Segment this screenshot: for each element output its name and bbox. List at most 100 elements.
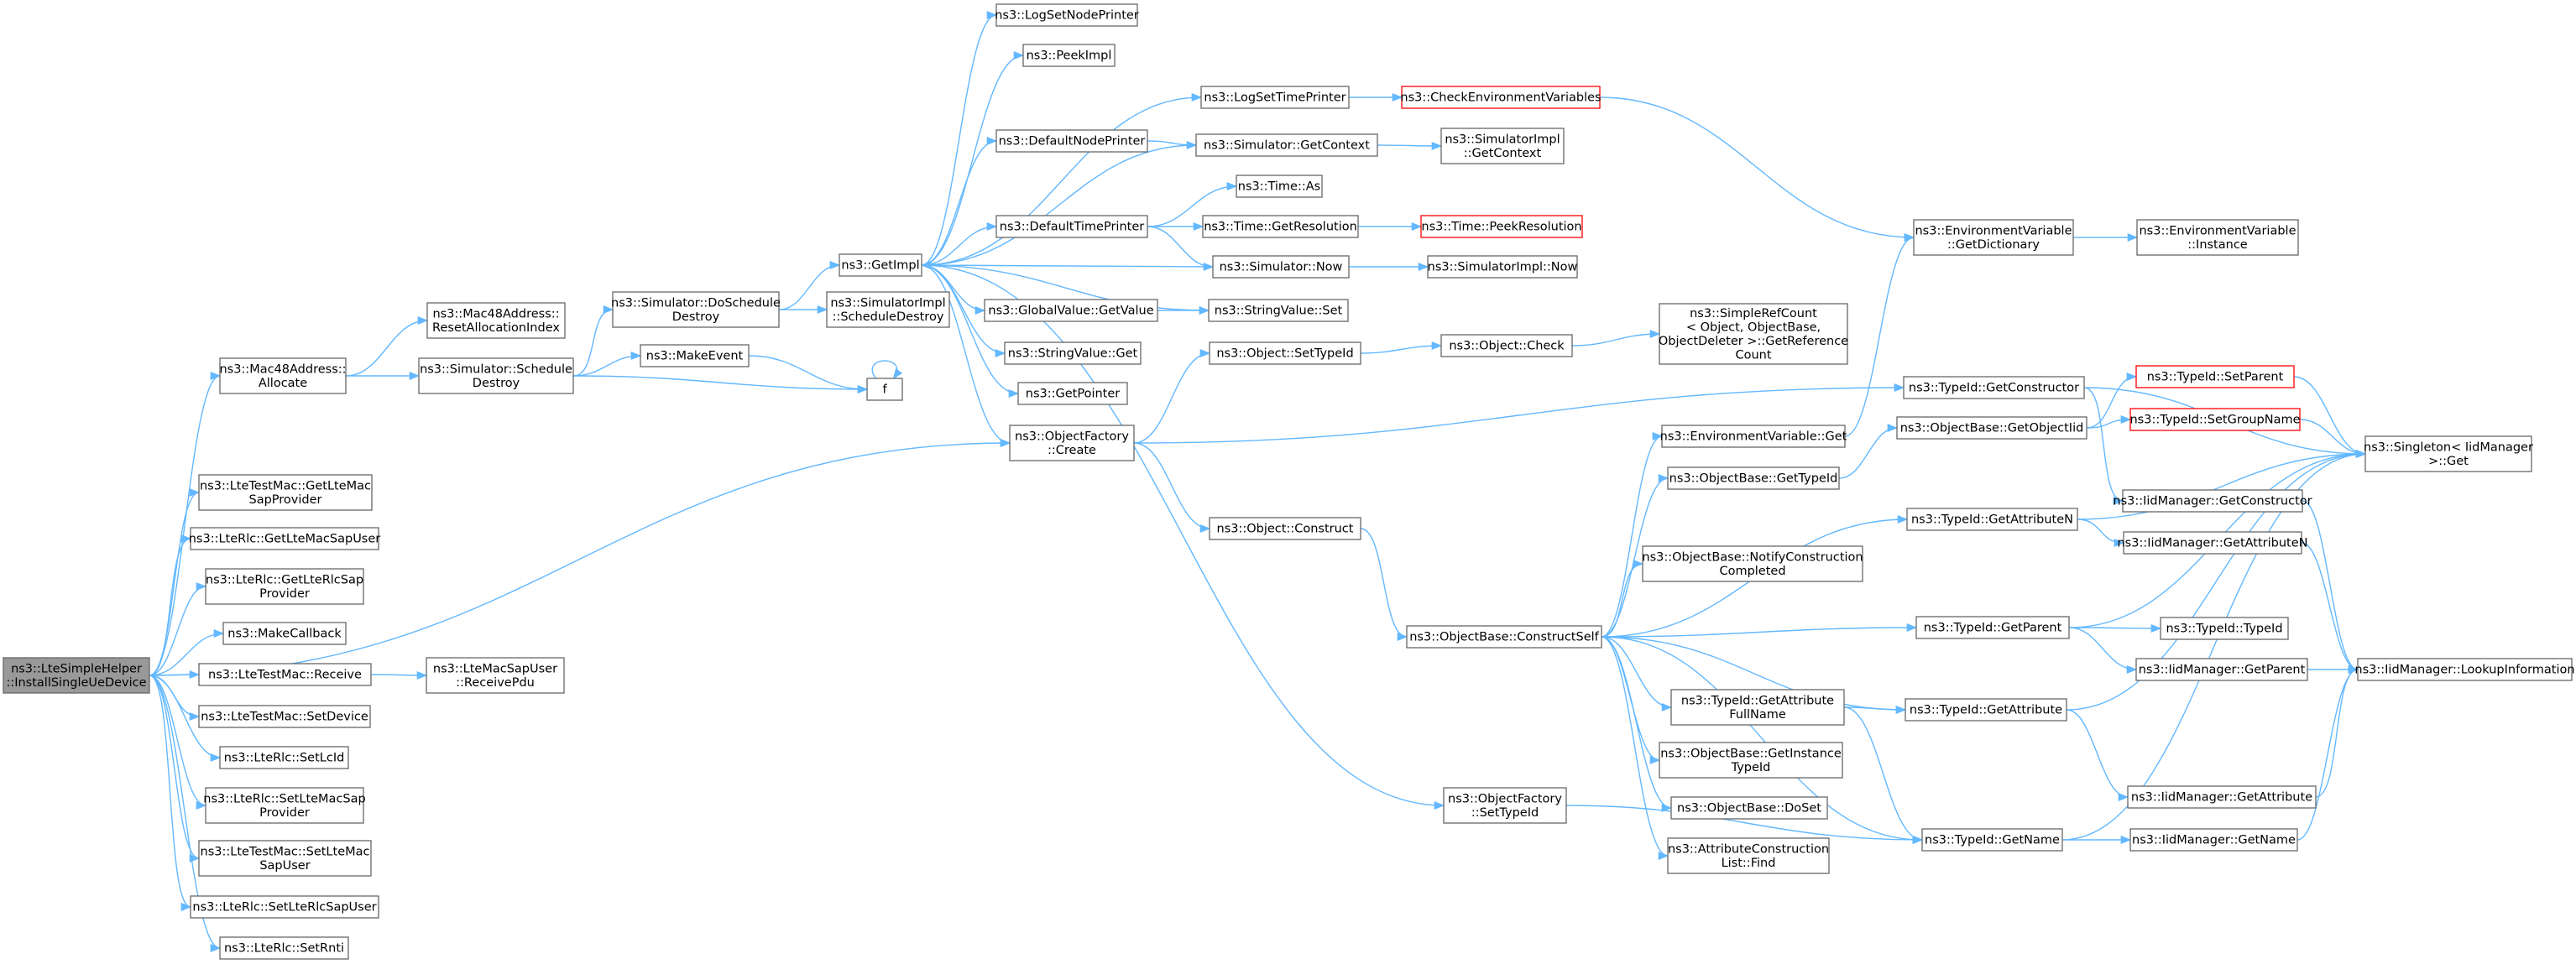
- graph-node-ob_getoiid[interactable]: ns3::ObjectBase::GetObjectIid: [1896, 416, 2087, 440]
- graph-node-iid_getattr[interactable]: ns3::IidManager::GetAttribute: [2127, 785, 2317, 809]
- node-label-line: ns3::LteTestMac::GetLteMac: [200, 479, 371, 492]
- graph-node-mac_alloc[interactable]: ns3::Mac48Address::Allocate: [219, 357, 347, 394]
- graph-node-iid_getattrn[interactable]: ns3::IidManager::GetAttributeN: [2117, 531, 2308, 555]
- graph-node-env_get[interactable]: ns3::EnvironmentVariable::Get: [1660, 425, 1847, 448]
- graph-node-get_context[interactable]: ns3::Simulator::GetContext: [1195, 133, 1378, 157]
- graph-node-ob_notify[interactable]: ns3::ObjectBase::NotifyConstructionCompl…: [1642, 545, 1863, 582]
- graph-node-simimpl_now[interactable]: ns3::SimulatorImpl::Now: [1427, 255, 1578, 279]
- graph-node-tid_setgroup[interactable]: ns3::TypeId::SetGroupName: [2129, 408, 2301, 431]
- graph-node-tid_getctor[interactable]: ns3::TypeId::GetConstructor: [1903, 376, 2085, 399]
- graph-node-log_node[interactable]: ns3::LogSetNodePrinter: [995, 3, 1139, 27]
- graph-node-env_inst[interactable]: ns3::EnvironmentVariable::Instance: [2136, 219, 2299, 256]
- graph-node-tid_getattr[interactable]: ns3::TypeId::GetAttribute: [1905, 698, 2067, 722]
- graph-node-sv_get[interactable]: ns3::StringValue::Get: [1004, 341, 1142, 365]
- node-label-line: ns3::GlobalValue::GetValue: [988, 305, 1153, 318]
- graph-node-sv_set[interactable]: ns3::StringValue::Set: [1208, 299, 1349, 322]
- graph-node-gv_get[interactable]: ns3::GlobalValue::GetValue: [984, 299, 1158, 322]
- graph-node-lterlc_getmacsapuser[interactable]: ns3::LteRlc::GetLteMacSapUser: [189, 527, 381, 550]
- graph-node-lterlc_setrlcsapuser[interactable]: ns3::LteRlc::SetLteRlcSapUser: [190, 895, 379, 919]
- graph-node-singleton[interactable]: ns3::Singleton< IidManager>::Get: [2364, 435, 2533, 472]
- graph-node-obj_check[interactable]: ns3::Object::Check: [1440, 334, 1573, 357]
- graph-node-ob_doset[interactable]: ns3::ObjectBase::DoSet: [1670, 796, 1828, 820]
- graph-node-obj_settid[interactable]: ns3::Object::SetTypeId: [1209, 341, 1361, 365]
- call-edge-iid_getattr-to-iid_lookup: [2315, 665, 2359, 798]
- node-box: [1200, 86, 1350, 109]
- graph-node-log_time[interactable]: ns3::LogSetTimePrinter: [1200, 86, 1350, 109]
- graph-node-make_event[interactable]: ns3::MakeEvent: [640, 344, 750, 367]
- node-label-line: ns3::LteSimpleHelper: [11, 662, 142, 675]
- node-box: [640, 344, 750, 367]
- node-label-line: >::Get: [2428, 455, 2469, 468]
- node-label-line: Completed: [1719, 565, 1785, 578]
- graph-node-ltetm_receive[interactable]: ns3::LteTestMac::Receive: [198, 663, 372, 686]
- graph-node-time_as[interactable]: ns3::Time::As: [1236, 175, 1323, 198]
- graph-node-of_create[interactable]: ns3::ObjectFactory::Create: [1009, 425, 1135, 461]
- graph-node-lterlc_setlcid[interactable]: ns3::LteRlc::SetLcId: [219, 746, 349, 769]
- node-label-line: ns3::Object::Check: [1449, 340, 1565, 353]
- node-label-line: ResetAllocationIndex: [432, 321, 560, 335]
- graph-node-iid_getparent[interactable]: ns3::IidManager::GetParent: [2135, 658, 2308, 681]
- call-edge-getimpl-to-log_node: [921, 11, 998, 266]
- graph-node-ob_cself[interactable]: ns3::ObjectBase::ConstructSelf: [1406, 625, 1602, 649]
- graph-node-tid_typeid[interactable]: ns3::TypeId::TypeId: [2160, 617, 2289, 640]
- graph-node-tid_getattrn[interactable]: ns3::TypeId::GetAttributeN: [1906, 508, 2078, 531]
- node-label-line: ::ScheduleDestroy: [833, 310, 944, 324]
- call-edge-obj_construct-to-ob_cself: [1360, 528, 1408, 641]
- graph-node-iid_lookup[interactable]: ns3::IidManager::LookupInformation: [2354, 658, 2575, 681]
- node-box: [1440, 334, 1573, 357]
- graph-node-refcount[interactable]: ns3::SimpleRefCount< Object, ObjectBase,…: [1659, 303, 1848, 365]
- graph-node-root[interactable]: ns3::LteSimpleHelper::InstallSingleUeDev…: [3, 657, 150, 694]
- graph-node-ob_gettid[interactable]: ns3::ObjectBase::GetTypeId: [1667, 466, 1840, 490]
- node-box: [1236, 175, 1323, 198]
- graph-node-iid_getctor[interactable]: ns3::IidManager::GetConstructor: [2113, 489, 2312, 513]
- graph-node-tid_getparent[interactable]: ns3::TypeId::GetParent: [1915, 616, 2070, 639]
- graph-node-obj_construct[interactable]: ns3::Object::Construct: [1209, 517, 1361, 540]
- graph-node-sched_destroy[interactable]: ns3::Simulator::ScheduleDestroy: [418, 357, 574, 394]
- graph-node-of_settid[interactable]: ns3::ObjectFactory::SetTypeId: [1443, 787, 1567, 824]
- graph-node-tid_getname[interactable]: ns3::TypeId::GetName: [1921, 828, 2063, 852]
- call-edge-ob_cself-to-tid_getparent: [1601, 623, 1918, 638]
- node-box: [426, 302, 566, 339]
- node-label-line: Count: [1735, 348, 1771, 362]
- graph-node-def_time[interactable]: ns3::DefaultTimePrinter: [995, 215, 1148, 238]
- call-edge-root-to-lterlc_setrnti: [149, 675, 222, 952]
- node-box: [1017, 382, 1128, 405]
- graph-node-ltetm_setdevice[interactable]: ns3::LteTestMac::SetDevice: [198, 705, 371, 728]
- graph-node-tid_setparent[interactable]: ns3::TypeId::SetParent: [2135, 365, 2295, 388]
- call-edge-ob_getoiid-to-tid_setparent: [2086, 372, 2138, 429]
- node-label-line: Destroy: [672, 310, 720, 324]
- node-box: [1905, 698, 2067, 722]
- graph-node-getpointer[interactable]: ns3::GetPointer: [1017, 382, 1128, 405]
- graph-node-f[interactable]: f: [866, 378, 903, 401]
- call-edge-root-to-makecallback: [149, 628, 225, 676]
- node-label-line: ns3::SimpleRefCount: [1690, 307, 1817, 320]
- graph-node-check_env[interactable]: ns3::CheckEnvironmentVariables: [1400, 86, 1602, 109]
- graph-node-sim_now[interactable]: ns3::Simulator::Now: [1212, 255, 1350, 279]
- graph-node-getimpl[interactable]: ns3::GetImpl: [839, 253, 922, 277]
- graph-node-def_node[interactable]: ns3::DefaultNodePrinter: [995, 129, 1148, 153]
- graph-node-simimpl_ctx[interactable]: ns3::SimulatorImpl::GetContext: [1440, 128, 1565, 164]
- graph-node-peek[interactable]: ns3::PeekImpl: [1022, 44, 1116, 67]
- graph-node-makecallback[interactable]: ns3::MakeCallback: [222, 622, 347, 645]
- graph-node-iid_getname[interactable]: ns3::IidManager::GetName: [2129, 828, 2298, 852]
- graph-node-peek_res[interactable]: ns3::Time::PeekResolution: [1420, 215, 1583, 238]
- node-label-line: ObjectDeleter >::GetReference: [1659, 335, 1848, 348]
- call-edge-mac_alloc-to-mac_reset: [345, 315, 429, 377]
- graph-node-mac_reset[interactable]: ns3::Mac48Address::ResetAllocationIndex: [426, 302, 566, 339]
- graph-node-env_dict[interactable]: ns3::EnvironmentVariable::GetDictionary: [1913, 219, 2074, 256]
- graph-node-lterlc_setrnti[interactable]: ns3::LteRlc::SetRnti: [219, 936, 349, 960]
- graph-node-simimpl_sched[interactable]: ns3::SimulatorImpl::ScheduleDestroy: [826, 291, 950, 328]
- node-label-line: ns3::TypeId::SetGroupName: [2129, 414, 2300, 427]
- graph-node-ltemacsapuser_rx[interactable]: ns3::LteMacSapUser::ReceivePdu: [426, 657, 565, 694]
- graph-node-time_res[interactable]: ns3::Time::GetResolution: [1202, 215, 1359, 238]
- node-box: [1209, 517, 1361, 540]
- node-label-line: ns3::Time::GetResolution: [1204, 221, 1357, 234]
